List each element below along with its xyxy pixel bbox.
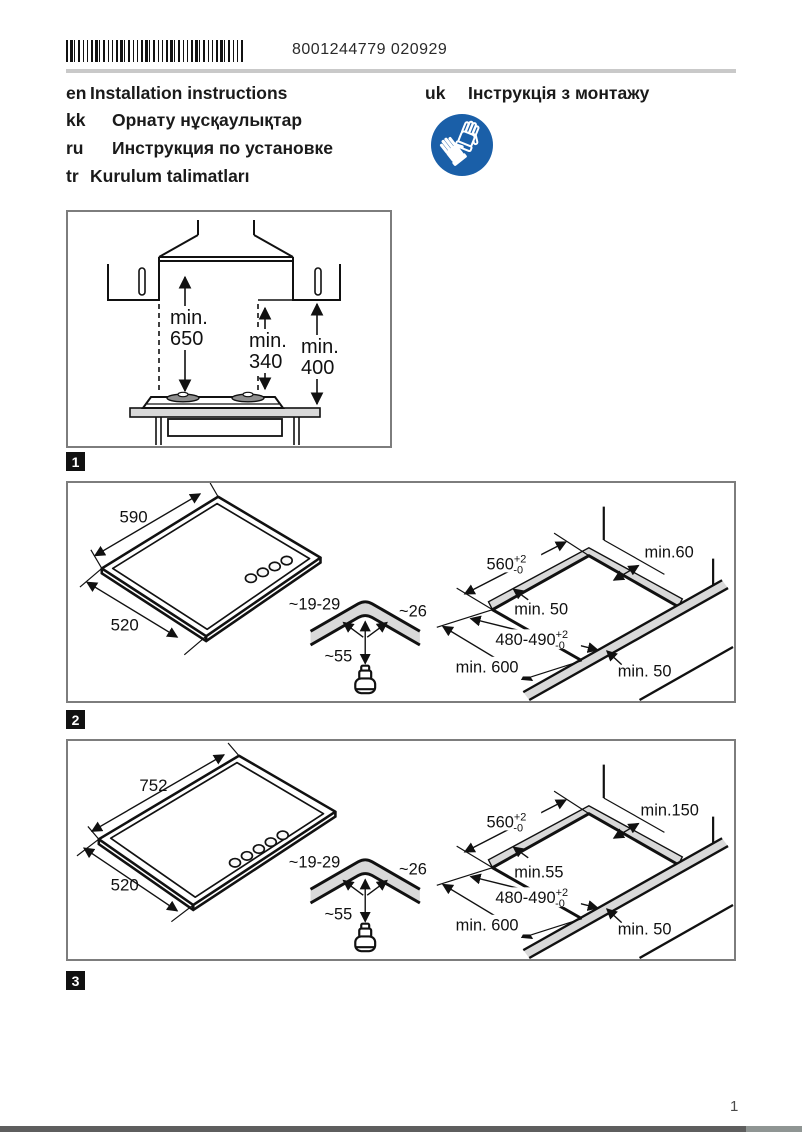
cooker-hood <box>158 220 294 262</box>
wall-cabinets <box>107 261 341 301</box>
gas-offset-label: ~55 <box>324 648 352 666</box>
rear-clearance-label: min. 50 <box>514 601 568 619</box>
section-label-2: 2 <box>66 710 85 729</box>
gas-offset-label: ~55 <box>324 906 352 924</box>
control-knobs <box>228 830 290 868</box>
cutout-width-label: 560+2-0 <box>486 554 526 577</box>
worktop <box>129 407 321 418</box>
language-row-kk: kk Орнату нұсқаулықтар <box>66 110 302 131</box>
wall-min-label-1: min. <box>301 336 339 358</box>
barcode-number: 8001244779 020929 <box>292 41 448 58</box>
lang-code-en: en <box>66 83 87 103</box>
burner-min-label-1: min. <box>249 330 287 352</box>
burner-min-label-2: 340 <box>249 351 282 373</box>
wear-protective-gloves-icon <box>430 113 494 177</box>
hob60-drawing: 590 520 ~19-29 ~26 ~55 <box>79 482 734 702</box>
hob-side-view <box>141 391 285 409</box>
front-clearance-label: min. 50 <box>618 663 672 681</box>
side-clearance-label: min.60 <box>645 544 694 562</box>
base-cabinet <box>155 417 300 445</box>
hood-min-label-1: min. <box>170 307 208 329</box>
figure-hob-60cm: 590 520 ~19-29 ~26 ~55 <box>66 481 736 703</box>
lang-code-ru: ru <box>66 138 84 158</box>
hood-clearance-drawing: min. 650 min. 340 min. 400 <box>107 220 345 445</box>
figure-hob-75cm: 752 520 ~19-29 ~26 ~55 <box>66 739 736 961</box>
section-label-3: 3 <box>66 971 85 990</box>
lang-label-kk: Орнату нұсқаулықтар <box>112 110 303 130</box>
hob-depth-label: 520 <box>111 615 139 634</box>
cutout-depth-label: 480-490+2-0 <box>495 629 568 652</box>
lang-label-en: Installation instructions <box>90 83 288 103</box>
hob-depth-label: 520 <box>111 875 139 894</box>
cutout-depth-label: 480-490+2-0 <box>495 887 568 910</box>
hob75-drawing: 752 520 ~19-29 ~26 ~55 <box>76 742 734 960</box>
lang-label-uk: Інструкція з монтажу <box>468 83 650 103</box>
worktop-thickness-label: ~19-29 <box>289 854 341 872</box>
lang-code-tr: tr <box>66 166 79 186</box>
lang-code-uk: uk <box>425 83 446 103</box>
lang-code-kk: kk <box>66 110 86 130</box>
projection-dashed-lines <box>158 304 259 392</box>
wall-min-label-2: 400 <box>301 357 334 379</box>
footer-bar <box>0 1126 802 1132</box>
figure-hood-clearance: min. 650 min. 340 min. 400 <box>66 210 392 448</box>
worktop-section <box>309 600 421 695</box>
barcode-icon <box>66 40 243 62</box>
gas-connector <box>354 664 377 695</box>
worktop-thickness-label: ~19-29 <box>289 596 341 614</box>
side-clearance-label: min.150 <box>641 802 699 820</box>
hood-min-label-2: 650 <box>170 328 203 350</box>
language-row-ru: ru Инструкция по установке <box>66 138 333 159</box>
front-clearance-label: min. 50 <box>618 921 672 939</box>
language-row-tr: tr Kurulum talimatları <box>66 166 249 187</box>
lang-label-ru: Инструкция по установке <box>112 138 333 158</box>
worktop-depth-label: min. 600 <box>456 917 519 935</box>
glove-solid <box>439 137 467 166</box>
hob-width-label: 752 <box>139 776 167 795</box>
control-knobs <box>244 555 293 584</box>
worktop-depth-label: min. 600 <box>456 659 519 677</box>
hob-width-label: 590 <box>120 507 148 526</box>
lang-label-tr: Kurulum talimatları <box>90 166 250 186</box>
page-number: 1 <box>730 1098 739 1115</box>
rear-clearance-label: min.55 <box>514 864 563 882</box>
corner-radius-label: ~26 <box>399 603 427 621</box>
worktop-section <box>309 858 421 953</box>
cutout-width-label: 560+2-0 <box>486 812 526 835</box>
header-divider <box>66 69 736 73</box>
gas-connector <box>354 922 377 953</box>
glove-outline <box>454 120 480 153</box>
section-label-1: 1 <box>66 452 85 471</box>
corner-radius-label: ~26 <box>399 861 427 879</box>
